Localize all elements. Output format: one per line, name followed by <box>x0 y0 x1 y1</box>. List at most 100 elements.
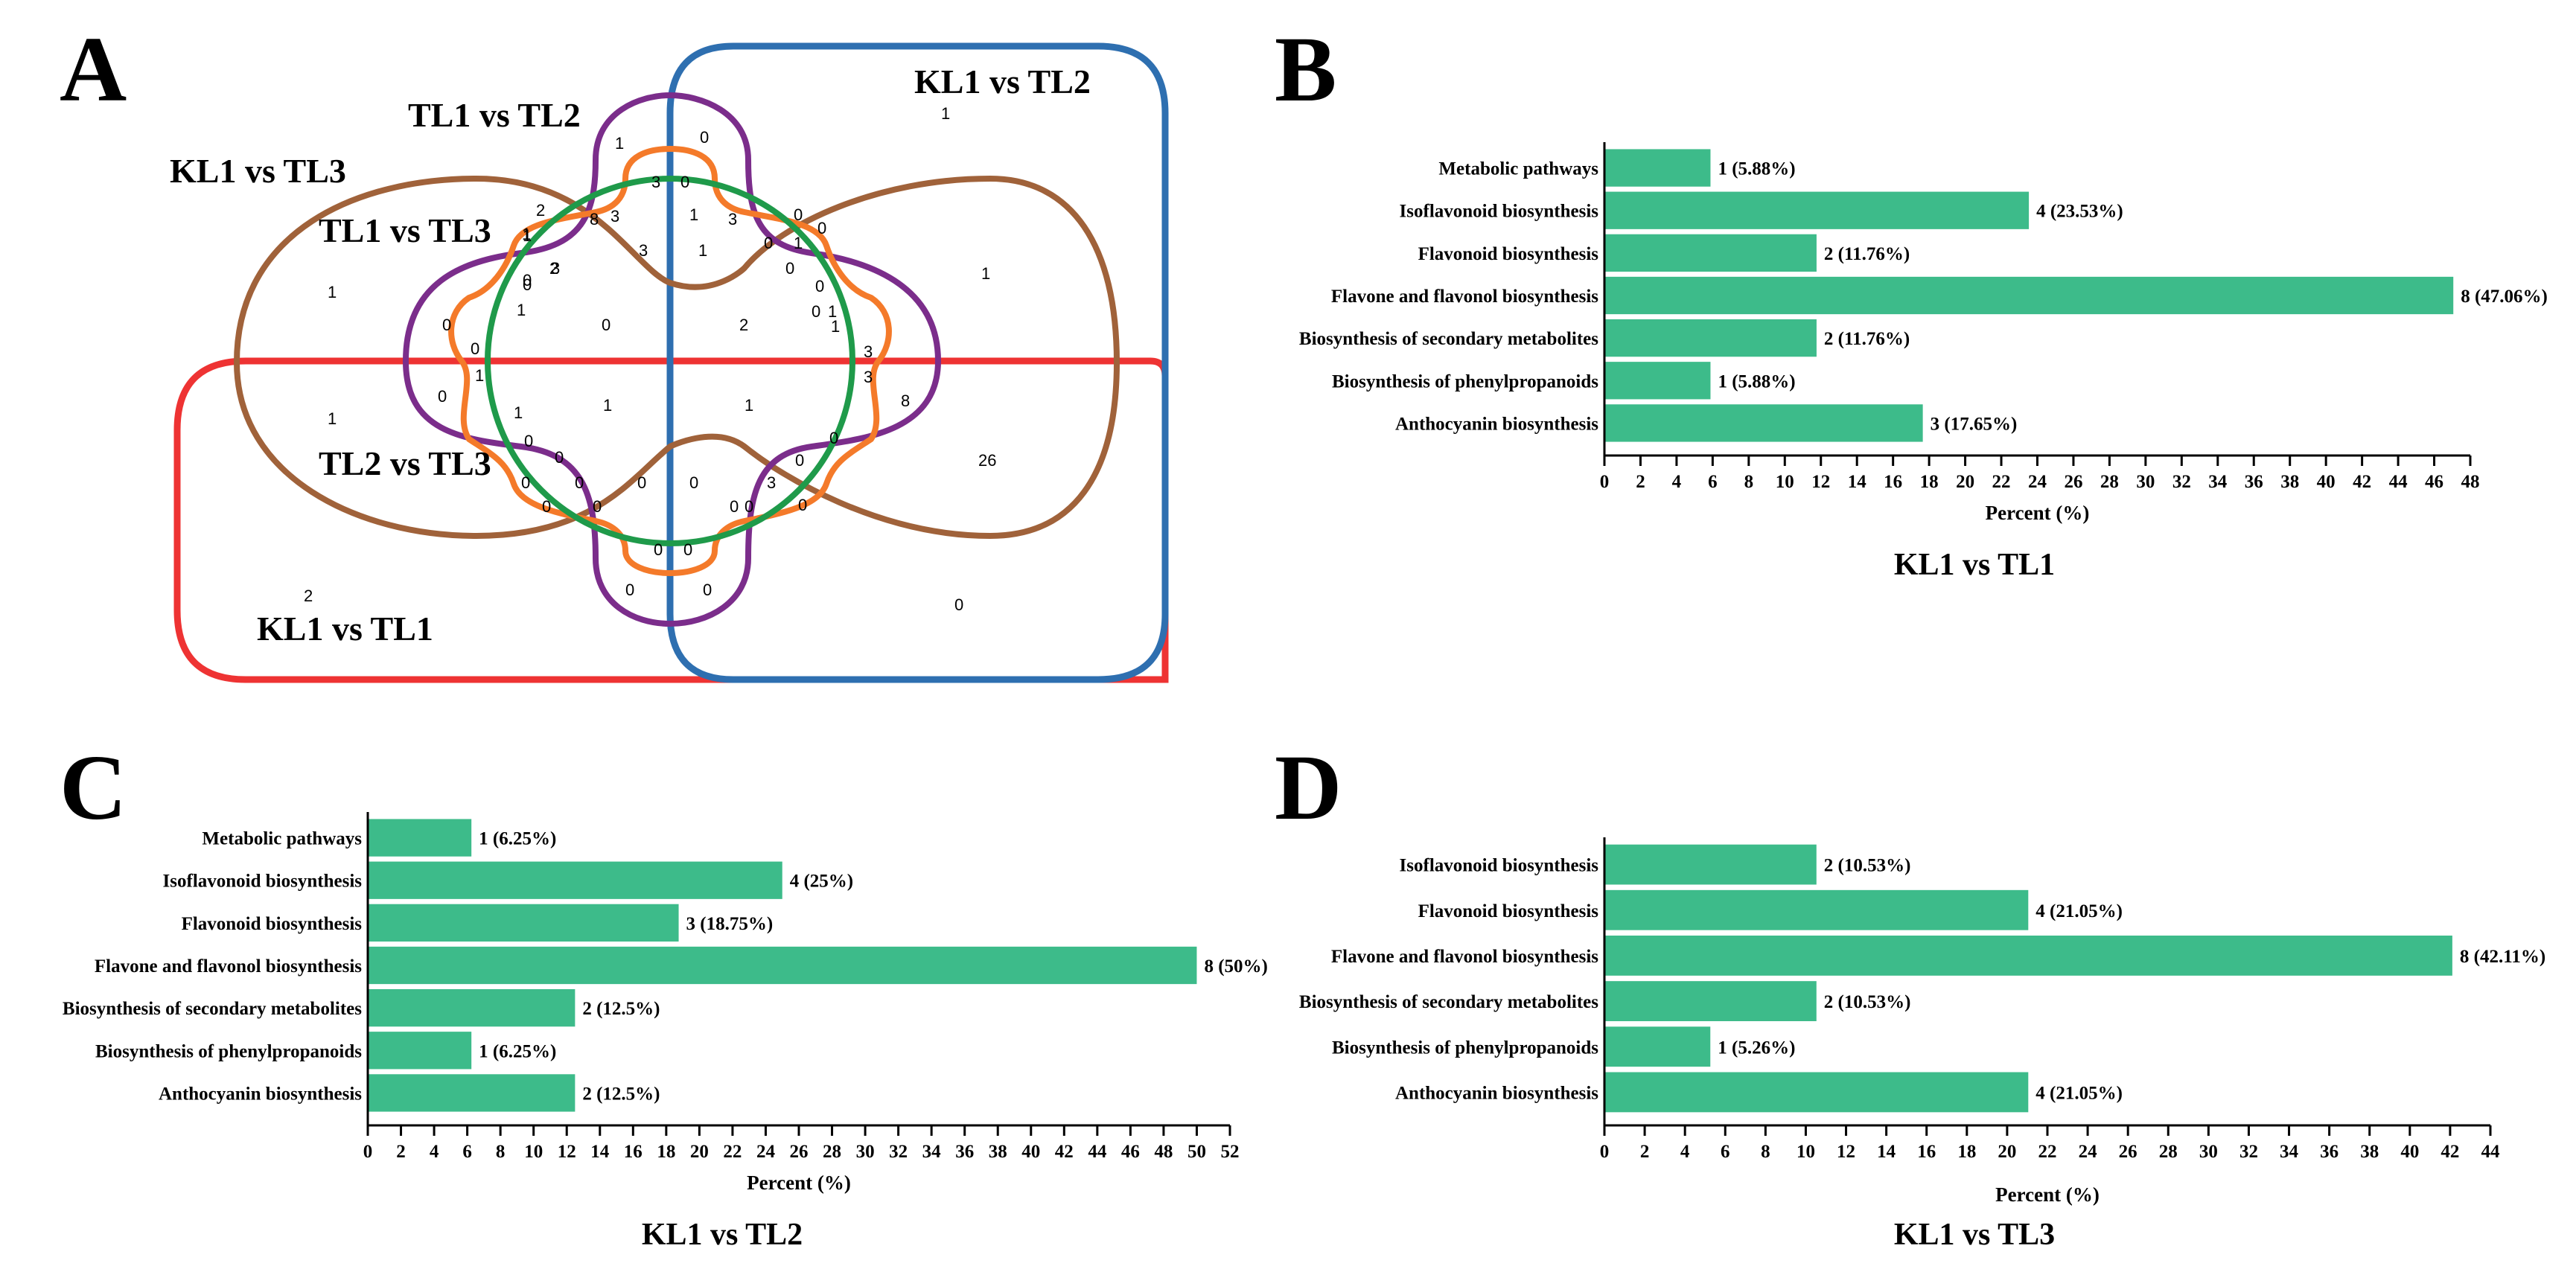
category-label: Anthocyanin biosynthesis <box>1395 1083 1598 1103</box>
x-tick-label: 18 <box>1957 1142 1976 1162</box>
venn-region-count: 0 <box>700 128 709 147</box>
venn-region-count: 2 <box>549 259 558 278</box>
venn-region-count: 0 <box>795 451 804 470</box>
venn-region-count: 0 <box>817 219 826 237</box>
x-tick-label: 18 <box>1920 472 1939 492</box>
venn-set-green <box>485 176 855 546</box>
bar <box>1604 276 2454 315</box>
x-tick-label: 26 <box>2119 1142 2137 1162</box>
venn-region-count: 0 <box>829 429 838 447</box>
value-label: 1 (6.25%) <box>479 829 556 849</box>
category-label: Biosynthesis of phenylpropanoids <box>1332 1038 1598 1058</box>
venn-region-count: 0 <box>625 581 634 599</box>
x-tick-label: 0 <box>1600 1142 1610 1162</box>
x-axis-title: Percent (%) <box>1986 502 2090 524</box>
venn-region-count: 1 <box>689 205 698 224</box>
x-tick-label: 16 <box>1917 1142 1936 1162</box>
bar <box>1604 1026 1711 1067</box>
x-tick-label: 20 <box>1956 472 1974 492</box>
value-label: 2 (11.76%) <box>1824 329 1910 349</box>
venn-region-count: 0 <box>523 275 532 294</box>
venn-region-count: 2 <box>304 587 313 605</box>
venn-region-count: 1 <box>328 409 337 428</box>
venn-region-count: 0 <box>654 540 663 559</box>
venn-region-count: 0 <box>730 497 739 516</box>
x-tick-label: 14 <box>1848 472 1867 492</box>
venn-label-kl1-tl2: KL1 vs TL2 <box>914 63 1091 100</box>
x-tick-label: 44 <box>1088 1142 1107 1162</box>
category-label: Metabolic pathways <box>1438 159 1598 179</box>
bar <box>1604 1072 2029 1113</box>
value-label: 8 (50%) <box>1204 956 1267 977</box>
venn-region-count: 3 <box>639 241 648 260</box>
venn-region-count: 1 <box>828 302 837 321</box>
venn-region-count: 8 <box>901 391 910 410</box>
x-tick-label: 28 <box>2100 472 2119 492</box>
x-tick-label: 26 <box>2064 472 2082 492</box>
value-label: 2 (10.53%) <box>1824 992 1911 1012</box>
x-tick-label: 28 <box>2159 1142 2178 1162</box>
venn-region-count: 26 <box>978 451 996 470</box>
venn-region-count: 0 <box>785 259 794 278</box>
x-tick-label: 36 <box>2320 1142 2339 1162</box>
value-label: 1 (6.25%) <box>479 1041 556 1061</box>
category-label: Biosynthesis of phenylpropanoids <box>95 1041 362 1061</box>
venn-region-count: 1 <box>698 241 707 260</box>
value-label: 3 (17.65%) <box>1931 414 2018 434</box>
bar <box>368 904 679 942</box>
venn-region-count: 0 <box>602 316 610 334</box>
value-label: 2 (12.5%) <box>582 1084 660 1104</box>
bar <box>1604 844 1817 885</box>
category-label: Flavone and flavonol biosynthesis <box>1331 947 1598 967</box>
venn-region-count: 0 <box>954 595 963 614</box>
venn-region-count: 3 <box>864 368 873 386</box>
x-tick-label: 44 <box>2389 472 2408 492</box>
x-tick-label: 8 <box>1761 1142 1770 1162</box>
venn-region-count: 1 <box>981 264 990 283</box>
panel-letter-b: B <box>1275 19 1336 121</box>
venn-region-count: 0 <box>703 581 712 599</box>
venn-label-tl2-tl3: TL2 vs TL3 <box>319 444 491 482</box>
bar <box>1604 936 2452 976</box>
bar <box>1604 191 2030 229</box>
value-label: 1 (5.88%) <box>1718 159 1795 179</box>
venn-region-count: 1 <box>831 317 840 336</box>
value-label: 4 (21.05%) <box>2035 1083 2123 1103</box>
value-label: 4 (25%) <box>790 872 853 892</box>
x-tick-label: 2 <box>1636 472 1645 492</box>
panel-letter-a: A <box>60 19 127 121</box>
category-label: Metabolic pathways <box>202 829 362 849</box>
venn-region-count: 0 <box>521 473 530 492</box>
category-label: Flavone and flavonol biosynthesis <box>1331 287 1598 307</box>
x-tick-label: 10 <box>524 1142 543 1162</box>
venn-region-count: 1 <box>941 104 950 123</box>
x-tick-label: 20 <box>690 1142 709 1162</box>
venn-region-count: 0 <box>523 271 532 290</box>
x-tick-label: 22 <box>723 1142 742 1162</box>
bar <box>1604 889 2029 930</box>
venn-set-orange <box>448 145 892 577</box>
venn-region-count: 3 <box>767 473 776 492</box>
venn-region-count: 0 <box>442 316 451 334</box>
venn-region-count: 1 <box>615 134 624 153</box>
value-label: 4 (21.05%) <box>2035 901 2123 921</box>
venn-region-count: 1 <box>522 225 531 243</box>
x-tick-label: 48 <box>1154 1142 1173 1162</box>
x-tick-label: 30 <box>856 1142 875 1162</box>
venn-region-count: 0 <box>689 473 698 492</box>
bar <box>368 946 1197 985</box>
x-tick-label: 38 <box>989 1142 1007 1162</box>
venn-region-count: 0 <box>438 387 447 406</box>
venn-region-count: 3 <box>610 207 619 226</box>
chart-title: KL1 vs TL3 <box>1894 1218 2055 1252</box>
x-tick-label: 24 <box>2028 472 2047 492</box>
bar <box>368 1032 472 1070</box>
venn-region-count: 2 <box>739 316 748 334</box>
bar <box>368 861 782 899</box>
x-tick-label: 24 <box>2079 1142 2098 1162</box>
x-tick-label: 6 <box>1708 472 1718 492</box>
category-label: Anthocyanin biosynthesis <box>159 1084 362 1104</box>
category-label: Biosynthesis of secondary metabolites <box>63 999 362 1019</box>
